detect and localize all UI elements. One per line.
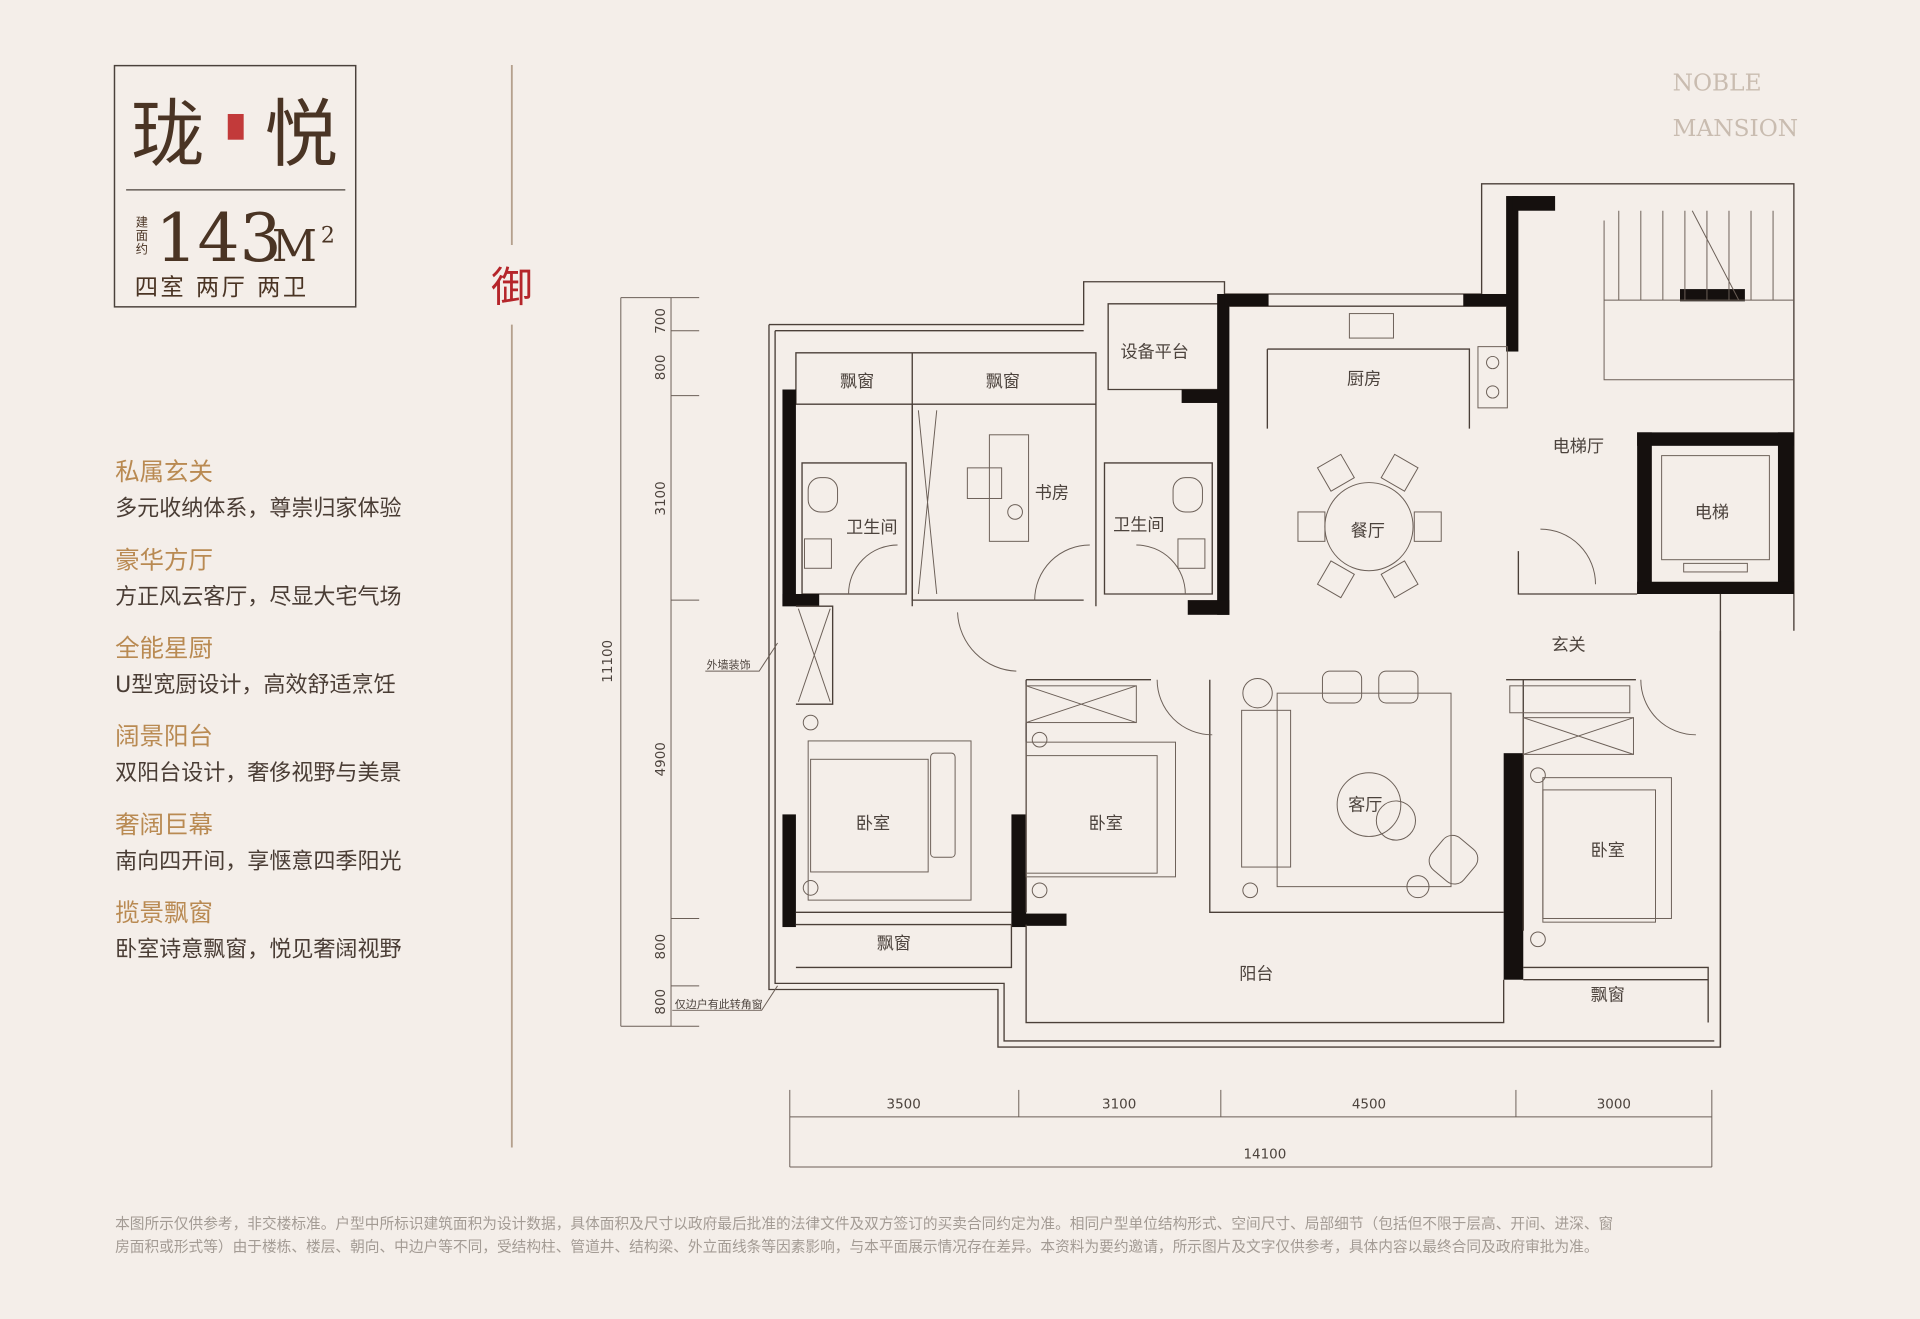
- area-value: 143: [156, 200, 282, 277]
- disclaimer-line-2: 房面积或形式等）由于楼栋、楼层、朝向、中边户等不同，受结构柱、管道井、结构梁、外…: [115, 1238, 1598, 1256]
- title-right: 悦: [264, 92, 337, 177]
- feature-title: 揽景飘窗: [115, 898, 213, 927]
- dim-label: 800: [654, 934, 669, 960]
- brand-mansion: MANSION: [1673, 115, 1798, 142]
- room-label: 卧室: [1591, 841, 1625, 861]
- annotation-corner-window: 仅边户有此转角窗: [675, 997, 763, 1011]
- dim-label: 700: [654, 308, 669, 334]
- area-prefix: 建面约: [134, 215, 148, 256]
- room-label: 飘窗: [986, 372, 1020, 392]
- room-label: 设备平台: [1120, 343, 1189, 363]
- feature-desc: 卧室诗意飘窗，悦见奢阔视野: [115, 937, 401, 962]
- horizontal-dimensions: 3500 3100 4500 3000 14100: [789, 1089, 1713, 1168]
- small-seal-logo: [227, 113, 244, 140]
- room-label: 厨房: [1347, 370, 1381, 390]
- chair-icon: [966, 467, 1003, 499]
- room-labels: 飘窗 飘窗 设备平台 厨房 书房 卫生间 卫生间 餐厅 电梯厅 电梯 玄关 卧室…: [840, 343, 1729, 1006]
- floor-plan: [768, 183, 1795, 1048]
- layout-summary: 四室 两厅 两卫: [135, 274, 309, 301]
- elevator-shaft: [1517, 432, 1794, 1048]
- annotation-exterior-decor: 外墙装饰: [707, 658, 751, 672]
- room-label: 玄关: [1551, 635, 1585, 655]
- disclaimer-line-1: 本图所示仅供参考，非交楼标准。户型中所标识建筑面积为设计数据，具体面积及尺寸以政…: [115, 1214, 1613, 1232]
- dim-label: 4900: [654, 742, 669, 776]
- stove-icon: [1477, 346, 1508, 409]
- room-label: 卫生间: [1113, 515, 1164, 535]
- dim-label: 3100: [1102, 1097, 1136, 1112]
- feature-desc: 多元收纳体系，尊崇归家体验: [115, 497, 401, 522]
- dim-total: 11100: [601, 640, 616, 683]
- brand-noble: NOBLE: [1673, 70, 1762, 97]
- dim-label: 3500: [887, 1097, 921, 1112]
- feature-title: 奢阔巨幕: [115, 810, 213, 839]
- room-label: 卧室: [856, 814, 890, 834]
- room-label: 电梯: [1695, 503, 1729, 523]
- sink-icon: [804, 538, 832, 569]
- area-sup: 2: [321, 224, 335, 249]
- living-furniture: [1241, 670, 1479, 899]
- room-label: 卫生间: [846, 518, 897, 538]
- bed-icon: [1025, 741, 1176, 878]
- room-label: 卧室: [1089, 814, 1123, 834]
- feature-desc: U型宽厨设计，高效舒适烹饪: [115, 673, 396, 698]
- room-label: 飘窗: [1591, 986, 1625, 1006]
- room-label: 飘窗: [877, 934, 911, 954]
- feature-list: 私属玄关 多元收纳体系，尊崇归家体验 豪华方厅 方正风云客厅，尽显大宅气场 全能…: [115, 457, 401, 962]
- desk-icon: [988, 434, 1030, 542]
- title-box: 珑 悦 建面约 143 M 2 四室 两厅 两卫: [113, 64, 357, 308]
- room-label: 阳台: [1239, 965, 1273, 985]
- sink-icon: [1177, 538, 1206, 569]
- feature-desc: 方正风云客厅，尽显大宅气场: [115, 585, 401, 610]
- feature-title: 阔景阳台: [115, 722, 213, 751]
- feature-title: 全能星厨: [115, 633, 213, 662]
- room-label: 餐厅: [1351, 521, 1385, 541]
- room-label: 飘窗: [840, 372, 874, 392]
- dining-table: [1297, 453, 1442, 599]
- feature-title: 私属玄关: [115, 457, 213, 486]
- room-label: 书房: [1035, 483, 1069, 503]
- leader-line: [705, 642, 778, 672]
- dim-label: 3000: [1597, 1097, 1631, 1112]
- red-seal-logo: 御: [491, 262, 533, 311]
- vertical-dimensions: 700 800 3100 4900 800 800 11100: [601, 297, 700, 1027]
- area-unit: M: [272, 221, 317, 272]
- bed-icon: [807, 740, 972, 901]
- feature-desc: 南向四开间，享惬意四季阳光: [115, 849, 401, 874]
- column-markers: [802, 504, 1546, 948]
- room-label: 客厅: [1348, 796, 1382, 816]
- staircase: [1603, 210, 1794, 381]
- title-left: 珑: [131, 92, 204, 177]
- dim-label: 800: [654, 355, 669, 381]
- room-label: 电梯厅: [1553, 437, 1604, 457]
- feature-desc: 双阳台设计，奢侈视野与美景: [115, 761, 401, 786]
- feature-title: 豪华方厅: [115, 545, 213, 574]
- toilet-icon: [807, 477, 839, 513]
- dim-total: 14100: [1243, 1147, 1286, 1162]
- leader-line: [672, 985, 778, 1011]
- kitchen-sink-icon: [1348, 313, 1394, 339]
- dim-label: 800: [654, 989, 669, 1015]
- dim-label: 4500: [1352, 1097, 1386, 1112]
- dim-label: 3100: [654, 481, 669, 515]
- toilet-icon: [1172, 477, 1203, 513]
